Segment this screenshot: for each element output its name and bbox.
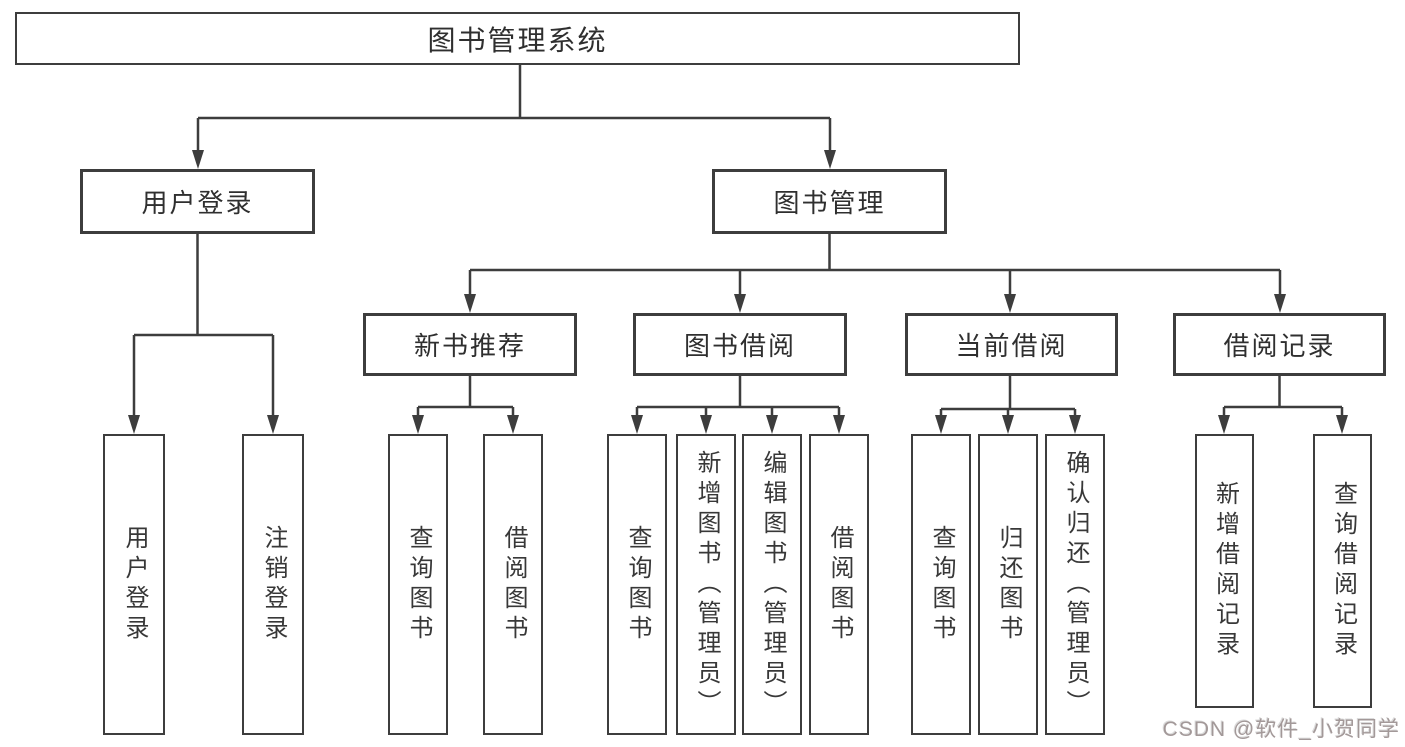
csdn-watermark: CSDN @软件_小贺同学 (1162, 718, 1400, 741)
node-new-book-recommend: 新书推荐 (363, 313, 577, 376)
node-new-book-recommend-label: 新书推荐 (413, 331, 526, 361)
node-book-management: 图书管理 (712, 169, 947, 234)
node-borrow-records: 借阅记录 (1173, 313, 1386, 376)
leaf-current-return-label: 归还图书 (995, 524, 1022, 645)
leaf-borrow-borrow-label: 借阅图书 (826, 524, 853, 645)
leaf-newbook-borrow: 借阅图书 (483, 434, 543, 735)
leaf-current-confirm-return-admin: 确认归还（管理员） (1045, 434, 1105, 735)
leaf-newbook-query: 查询图书 (388, 434, 448, 735)
leaf-borrow-edit-admin: 编辑图书（管理员） (742, 434, 802, 735)
node-book-borrow: 图书借阅 (633, 313, 847, 376)
leaf-records-query: 查询借阅记录 (1313, 434, 1372, 708)
leaf-user-login-label: 用户登录 (121, 524, 148, 645)
leaf-current-return: 归还图书 (978, 434, 1038, 735)
leaf-records-add: 新增借阅记录 (1195, 434, 1254, 708)
leaf-current-query-label: 查询图书 (928, 524, 955, 645)
leaf-logout: 注销登录 (242, 434, 304, 735)
node-borrow-records-label: 借阅记录 (1223, 331, 1336, 361)
leaf-current-query: 查询图书 (911, 434, 971, 735)
node-book-borrow-label: 图书借阅 (683, 331, 796, 361)
leaf-borrow-query: 查询图书 (607, 434, 667, 735)
leaf-logout-label: 注销登录 (260, 524, 287, 645)
leaf-borrow-query-label: 查询图书 (624, 524, 651, 645)
leaf-borrow-edit-admin-label: 编辑图书（管理员） (759, 449, 786, 720)
node-root: 图书管理系统 (15, 12, 1020, 65)
node-current-borrow-label: 当前借阅 (955, 331, 1068, 361)
node-book-management-label: 图书管理 (773, 188, 886, 218)
leaf-newbook-query-label: 查询图书 (405, 524, 432, 645)
node-user-login: 用户登录 (80, 169, 315, 234)
node-root-label: 图书管理系统 (427, 24, 608, 56)
node-user-login-label: 用户登录 (141, 188, 254, 218)
leaf-user-login: 用户登录 (103, 434, 165, 735)
leaf-borrow-add-admin-label: 新增图书（管理员） (693, 449, 720, 720)
leaf-newbook-borrow-label: 借阅图书 (500, 524, 527, 645)
leaf-current-confirm-return-admin-label: 确认归还（管理员） (1062, 449, 1089, 720)
leaf-records-add-label: 新增借阅记录 (1211, 481, 1239, 661)
leaf-borrow-borrow: 借阅图书 (809, 434, 869, 735)
node-current-borrow: 当前借阅 (905, 313, 1118, 376)
leaf-borrow-add-admin: 新增图书（管理员） (676, 434, 736, 735)
leaf-records-query-label: 查询借阅记录 (1329, 481, 1357, 661)
